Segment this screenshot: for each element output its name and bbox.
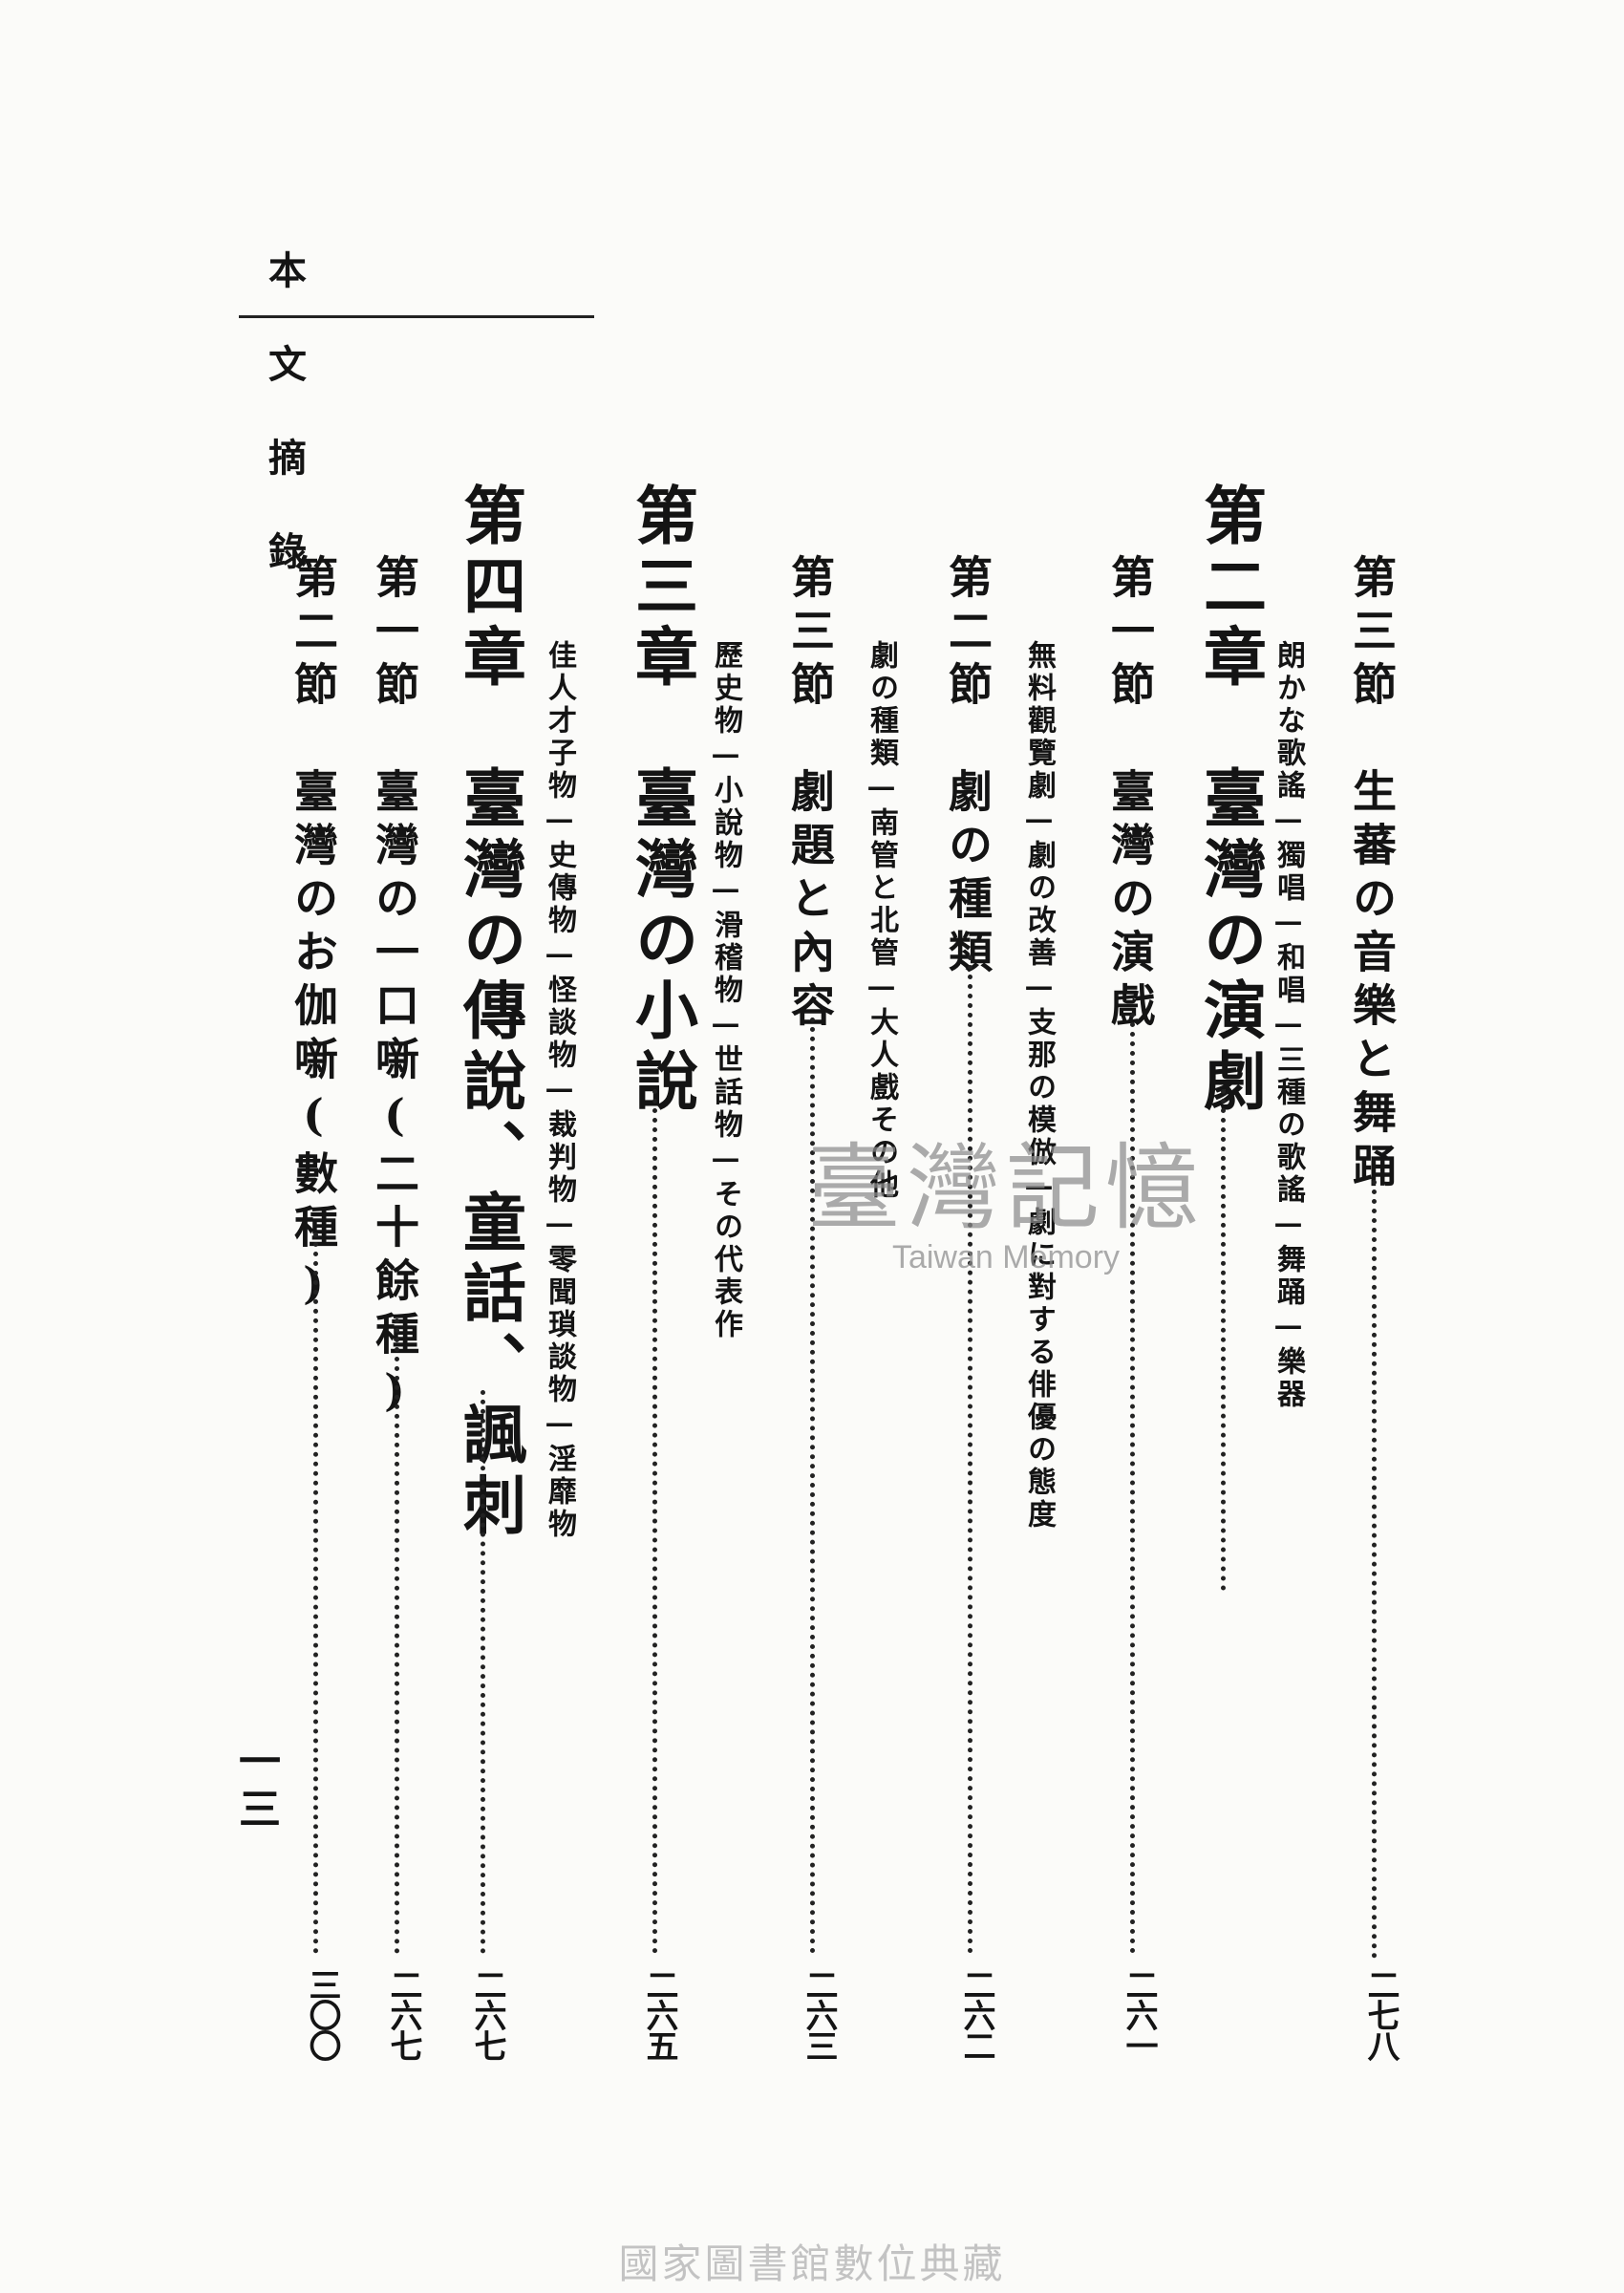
page-number: 二六一 [1120, 1968, 1158, 2060]
entry-title: 第四章 臺灣の傳說、童話、諷刺 [453, 482, 527, 1543]
toc-entry-chapter-2-drama: 第二章 臺灣の演劇 [1185, 482, 1276, 1119]
dot-leader [481, 1390, 485, 1954]
folio-page-number: 一三 [231, 1739, 280, 1834]
toc-entry-section-1-theatre: 第一節 臺灣の演戲 [1099, 554, 1162, 1036]
page-number: 二六七 [468, 1968, 506, 2060]
page-number: 二六五 [640, 1968, 678, 2060]
library-credit-footer: 國家圖書館數位典藏 [618, 2240, 1006, 2287]
taiwan-memory-watermark: 臺灣記憶 Taiwan Memory [807, 1142, 1205, 1276]
page-number: 二六七 [384, 1968, 422, 2060]
toc-entry-chapter-4-legends: 第四章 臺灣の傳說、童話、諷刺 [444, 482, 536, 1543]
dot-leader [968, 955, 972, 1954]
page-number: 二七八 [1361, 1968, 1400, 2060]
toc-subtitle: 劇の種類—南管と北管—大人戲その他 [865, 640, 898, 1202]
toc-entry-section-3-drama-themes: 第三節 劇題と內容 [779, 554, 842, 1036]
page-number: 二六二 [957, 1968, 995, 2060]
toc-entry-chapter-3-novels: 第三章 臺灣の小說 [616, 482, 708, 1119]
dot-leader [313, 1232, 318, 1954]
dot-leader [1372, 1180, 1377, 1959]
entry-title: 第二章 臺灣の演劇 [1193, 482, 1268, 1119]
toc-entry-section-3-aboriginal-music: 第三節 生蕃の音樂と舞踊 [1340, 554, 1403, 1196]
entry-title: 第三節 生蕃の音樂と舞踊 [1346, 554, 1398, 1196]
toc-entry-section-1-short-tales: 第一節 臺灣の一口噺(二十餘種) [363, 554, 426, 1425]
toc-entry-section-2-fairy-tales: 第二節 臺灣のお伽噺(數種) [282, 554, 345, 1318]
dot-leader [652, 1089, 657, 1954]
entry-title: 第一節 臺灣の一口噺(二十餘種) [369, 554, 420, 1425]
watermark-logo-text: 臺灣記憶 [807, 1134, 1206, 1243]
header-rule [239, 315, 594, 318]
dot-leader [1130, 1013, 1135, 1954]
entry-title: 第三節 劇題と內容 [784, 554, 836, 1036]
toc-subtitle: 歷史物—小說物—滑稽物—世話物—その代表作 [709, 640, 742, 1341]
page-number: 三〇〇 [303, 1968, 341, 2060]
watermark-latin-text: Taiwan Memory [891, 1239, 1121, 1275]
toc-subtitle: 佳人才子物—史傳物—怪談物—裁判物—零聞瑣談物—淫靡物 [543, 640, 576, 1541]
entry-title: 第二節 劇の種類 [942, 554, 994, 982]
toc-subtitle: 朗かな歌謠—獨唱—和唱—三種の歌謠—舞踊—樂器 [1271, 640, 1305, 1411]
dot-leader [810, 1018, 815, 1954]
page-number: 二六三 [800, 1968, 838, 2060]
running-title: 本文摘錄 [262, 250, 307, 625]
dot-leader [395, 1318, 399, 1954]
entry-title: 第二節 臺灣のお伽噺(數種) [288, 554, 339, 1318]
entry-title: 第一節 臺灣の演戲 [1104, 554, 1156, 1036]
entry-title: 第三章 臺灣の小說 [625, 482, 699, 1119]
toc-entry-section-2-drama-types: 第二節 劇の種類 [936, 554, 999, 982]
dot-leader [1221, 1089, 1226, 1591]
toc-subtitle: 無料觀覽劇—劇の改善—支那の模倣—劇に對する俳優の態度 [1022, 640, 1056, 1532]
